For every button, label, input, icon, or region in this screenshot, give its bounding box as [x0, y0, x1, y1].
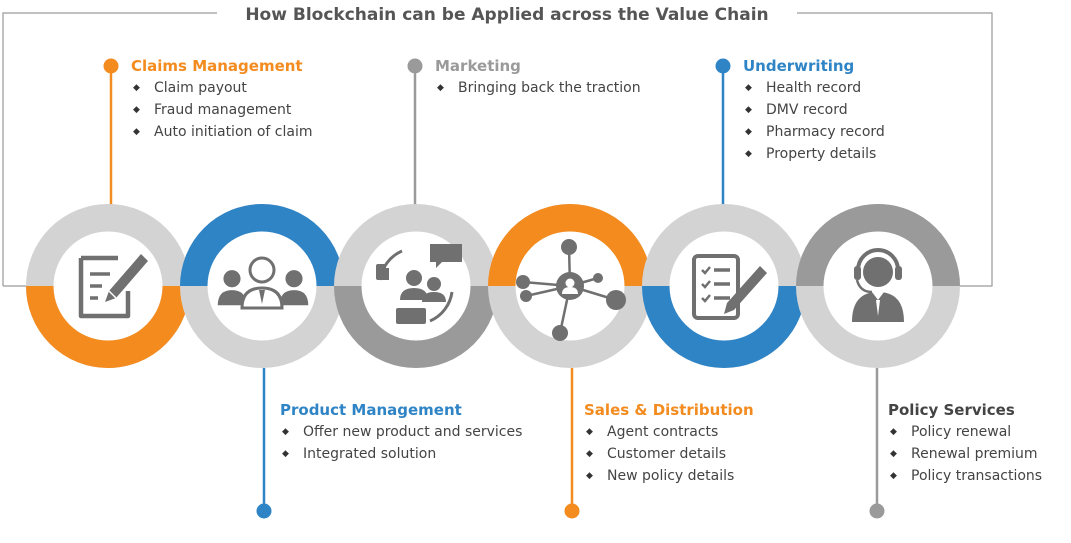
- list-item: ◆ Claim payout: [131, 77, 312, 99]
- list-item: ◆ Integrated solution: [280, 443, 522, 465]
- sales-connector-dot: [564, 503, 580, 519]
- list-item-text: Property details: [766, 146, 877, 162]
- marketing-connector-dot: [407, 58, 423, 74]
- ring-5-center: [669, 231, 779, 341]
- frame-line-right: [797, 12, 993, 287]
- team-icon: [217, 256, 309, 310]
- social-media-icon: [376, 244, 462, 324]
- diamond-bullet-icon: ◆: [133, 105, 140, 115]
- list-item: ◆ New policy details: [584, 465, 754, 487]
- underwriting-block: Underwriting ◆ Health record ◆ DMV record …: [743, 55, 885, 165]
- marketing-list: ◆ Bringing back the traction: [435, 77, 641, 99]
- list-item: ◆ Property details: [743, 143, 885, 165]
- underwriting-heading: Underwriting: [743, 57, 855, 75]
- document-pen-icon: [78, 254, 148, 319]
- list-item: ◆ DMV record: [743, 99, 885, 121]
- ring-2-center: [207, 231, 317, 341]
- claims-management-block: Claims Management ◆ Claim payout ◆ Fraud m…: [131, 55, 312, 143]
- diamond-bullet-icon: ◆: [586, 471, 593, 481]
- list-item-text: Auto initiation of claim: [154, 124, 313, 140]
- frame-lines: [2, 12, 993, 519]
- marketing-block: Marketing ◆ Bringing back the traction: [435, 55, 641, 99]
- ring-2-accent: [180, 204, 344, 287]
- list-item-text: Fraud management: [154, 102, 292, 118]
- list-item: ◆ Policy renewal: [888, 421, 1042, 443]
- product-management-heading: Product Management: [280, 401, 462, 419]
- claims-management-list: ◆ Claim payout ◆ Fraud management ◆ Auto in…: [131, 77, 312, 143]
- list-item: ◆ Offer new product and services: [280, 421, 522, 443]
- policy-connector-dot: [869, 503, 885, 519]
- ring-1-center: [53, 231, 163, 341]
- diamond-bullet-icon: ◆: [890, 471, 897, 481]
- headset-agent-icon: [852, 248, 904, 322]
- list-item: ◆ Agent contracts: [584, 421, 754, 443]
- sales-distribution-block: Sales & Distribution ◆ Agent contracts ◆ C…: [584, 399, 754, 487]
- diamond-bullet-icon: ◆: [745, 105, 752, 115]
- marketing-heading: Marketing: [435, 57, 521, 75]
- ring-4-accent: [488, 204, 652, 287]
- list-item: ◆ Health record: [743, 77, 885, 99]
- ring-1-accent: [26, 285, 190, 368]
- diamond-bullet-icon: ◆: [437, 83, 444, 93]
- policy-services-heading: Policy Services: [888, 401, 1015, 419]
- list-item: ◆ Policy transactions: [888, 465, 1042, 487]
- list-item-text: Integrated solution: [303, 446, 437, 462]
- policy-services-block: Policy Services ◆ Policy renewal ◆ Renewal…: [888, 399, 1042, 487]
- policy-services-list: ◆ Policy renewal ◆ Renewal premium ◆ Policy…: [888, 421, 1042, 487]
- list-item-text: Renewal premium: [911, 446, 1038, 462]
- frame-line-left: [2, 12, 217, 286]
- list-item-text: Bringing back the traction: [458, 80, 641, 96]
- list-item: ◆ Renewal premium: [888, 443, 1042, 465]
- diamond-bullet-icon: ◆: [133, 127, 140, 137]
- product-management-block: Product Management ◆ Offer new product an…: [280, 399, 522, 465]
- list-item-text: Policy transactions: [911, 468, 1043, 484]
- list-item-text: Offer new product and services: [303, 424, 523, 440]
- diamond-bullet-icon: ◆: [890, 449, 897, 459]
- ring-5-accent: [642, 285, 806, 368]
- claims-connector-dot: [103, 58, 119, 74]
- list-item-text: Pharmacy record: [766, 124, 885, 140]
- claims-management-heading: Claims Management: [131, 57, 303, 75]
- page-title: How Blockchain can be Applied across the…: [217, 3, 797, 27]
- diamond-bullet-icon: ◆: [282, 449, 289, 459]
- product-management-list: ◆ Offer new product and services ◆ Integra…: [280, 421, 522, 465]
- list-item-text: Customer details: [607, 446, 727, 462]
- list-item: ◆ Pharmacy record: [743, 121, 885, 143]
- list-item-text: Claim payout: [154, 80, 247, 96]
- rings-layer: [26, 204, 960, 368]
- icons-layer: [78, 239, 904, 341]
- ring-6-accent: [796, 204, 960, 287]
- diamond-bullet-icon: ◆: [745, 83, 752, 93]
- checklist-pen-icon: [692, 254, 767, 320]
- list-item: ◆ Fraud management: [131, 99, 312, 121]
- list-item-text: Health record: [766, 80, 862, 96]
- diamond-bullet-icon: ◆: [586, 427, 593, 437]
- list-item: ◆ Bringing back the traction: [435, 77, 641, 99]
- underwriting-connector-dot: [715, 58, 731, 74]
- ring-3-accent: [334, 285, 498, 368]
- list-item: ◆ Customer details: [584, 443, 754, 465]
- diamond-bullet-icon: ◆: [890, 427, 897, 437]
- diamond-bullet-icon: ◆: [745, 127, 752, 137]
- network-icon: [516, 239, 626, 341]
- sales-distribution-heading: Sales & Distribution: [584, 401, 754, 419]
- product-connector-dot: [256, 503, 272, 519]
- list-item-text: DMV record: [766, 102, 848, 118]
- list-item: ◆ Auto initiation of claim: [131, 121, 312, 143]
- list-item-text: Policy renewal: [911, 424, 1012, 440]
- underwriting-list: ◆ Health record ◆ DMV record ◆ Pharmacy rec…: [743, 77, 885, 165]
- sales-distribution-list: ◆ Agent contracts ◆ Customer details ◆ New …: [584, 421, 754, 487]
- diamond-bullet-icon: ◆: [586, 449, 593, 459]
- diamond-bullet-icon: ◆: [133, 83, 140, 93]
- list-item-text: New policy details: [607, 468, 735, 484]
- list-item-text: Agent contracts: [607, 424, 719, 440]
- diamond-bullet-icon: ◆: [745, 149, 752, 159]
- diamond-bullet-icon: ◆: [282, 427, 289, 437]
